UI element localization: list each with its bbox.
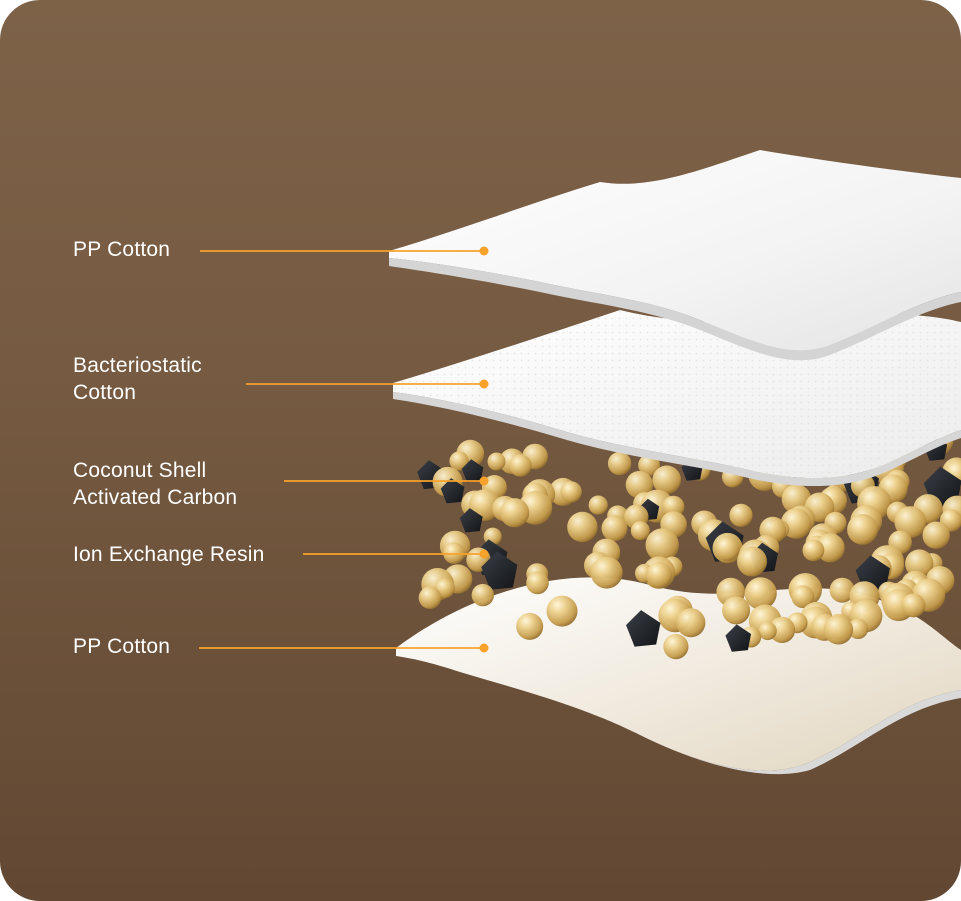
resin-bead [645,528,679,562]
resin-bead [769,616,796,644]
resin-bead [601,515,628,542]
resin-bead [901,593,926,618]
resin-bead [729,503,753,527]
activated-carbon-piece [725,624,752,652]
resin-bead [737,546,767,577]
resin-bead [802,539,825,562]
resin-bead [905,549,934,578]
leader-lines [199,250,484,649]
resin-bead [526,571,549,595]
activated-carbon-piece [481,551,518,590]
leader-dot-ion-resin [479,549,489,559]
resin-bead [607,451,632,476]
resin-bead [744,577,777,610]
resin-bead [676,608,706,638]
resin-bead [418,586,442,609]
label-ion-exchange-resin: Ion Exchange Resin [73,543,265,566]
resin-bead [652,465,681,495]
resin-bead [922,521,950,549]
resin-bead [791,585,815,609]
resin-bead [847,618,869,639]
resin-bead [487,452,506,471]
label-pp-cotton-top: PP Cotton [73,238,171,261]
resin-bead [588,495,608,515]
leader-dot-pp-cotton-top [479,246,489,256]
activated-carbon-piece [440,478,465,504]
resin-bead [823,615,854,645]
resin-bead [590,556,623,589]
resin-bead [560,481,582,503]
label-pp-cotton-bottom: PP Cotton [73,635,171,658]
leader-dot-pp-cotton-bottom [479,643,489,653]
pp-cotton-top-sheet [389,150,961,361]
resin-bead [509,454,532,477]
leader-dot-coconut-carbon [479,476,489,486]
resin-bead [663,634,689,660]
resin-bead [516,612,544,640]
resin-bead [646,562,672,588]
resin-bead [829,577,855,603]
activated-carbon-piece [626,610,661,647]
label-bacteriostatic-cotton: Bacteriostatic Cotton [73,354,202,404]
resin-bead [894,506,927,538]
resin-bead [499,498,530,528]
resin-bead [714,536,740,561]
resin-bead [449,451,469,471]
label-coconut-shell-activated-carbon: Coconut Shell Activated Carbon [73,459,238,509]
resin-bead [662,495,685,518]
resin-bead [625,471,654,499]
resin-bead [471,583,494,607]
resin-bead [722,596,751,625]
leader-dots [479,246,489,653]
resin-bead [546,595,578,627]
resin-bead [758,621,777,641]
resin-bead [630,521,650,541]
leader-dot-bacteriostatic [479,379,489,389]
activated-carbon-piece [459,508,483,533]
resin-bead [567,511,598,543]
activated-carbon-piece [461,459,484,483]
resin-bead [847,514,878,545]
